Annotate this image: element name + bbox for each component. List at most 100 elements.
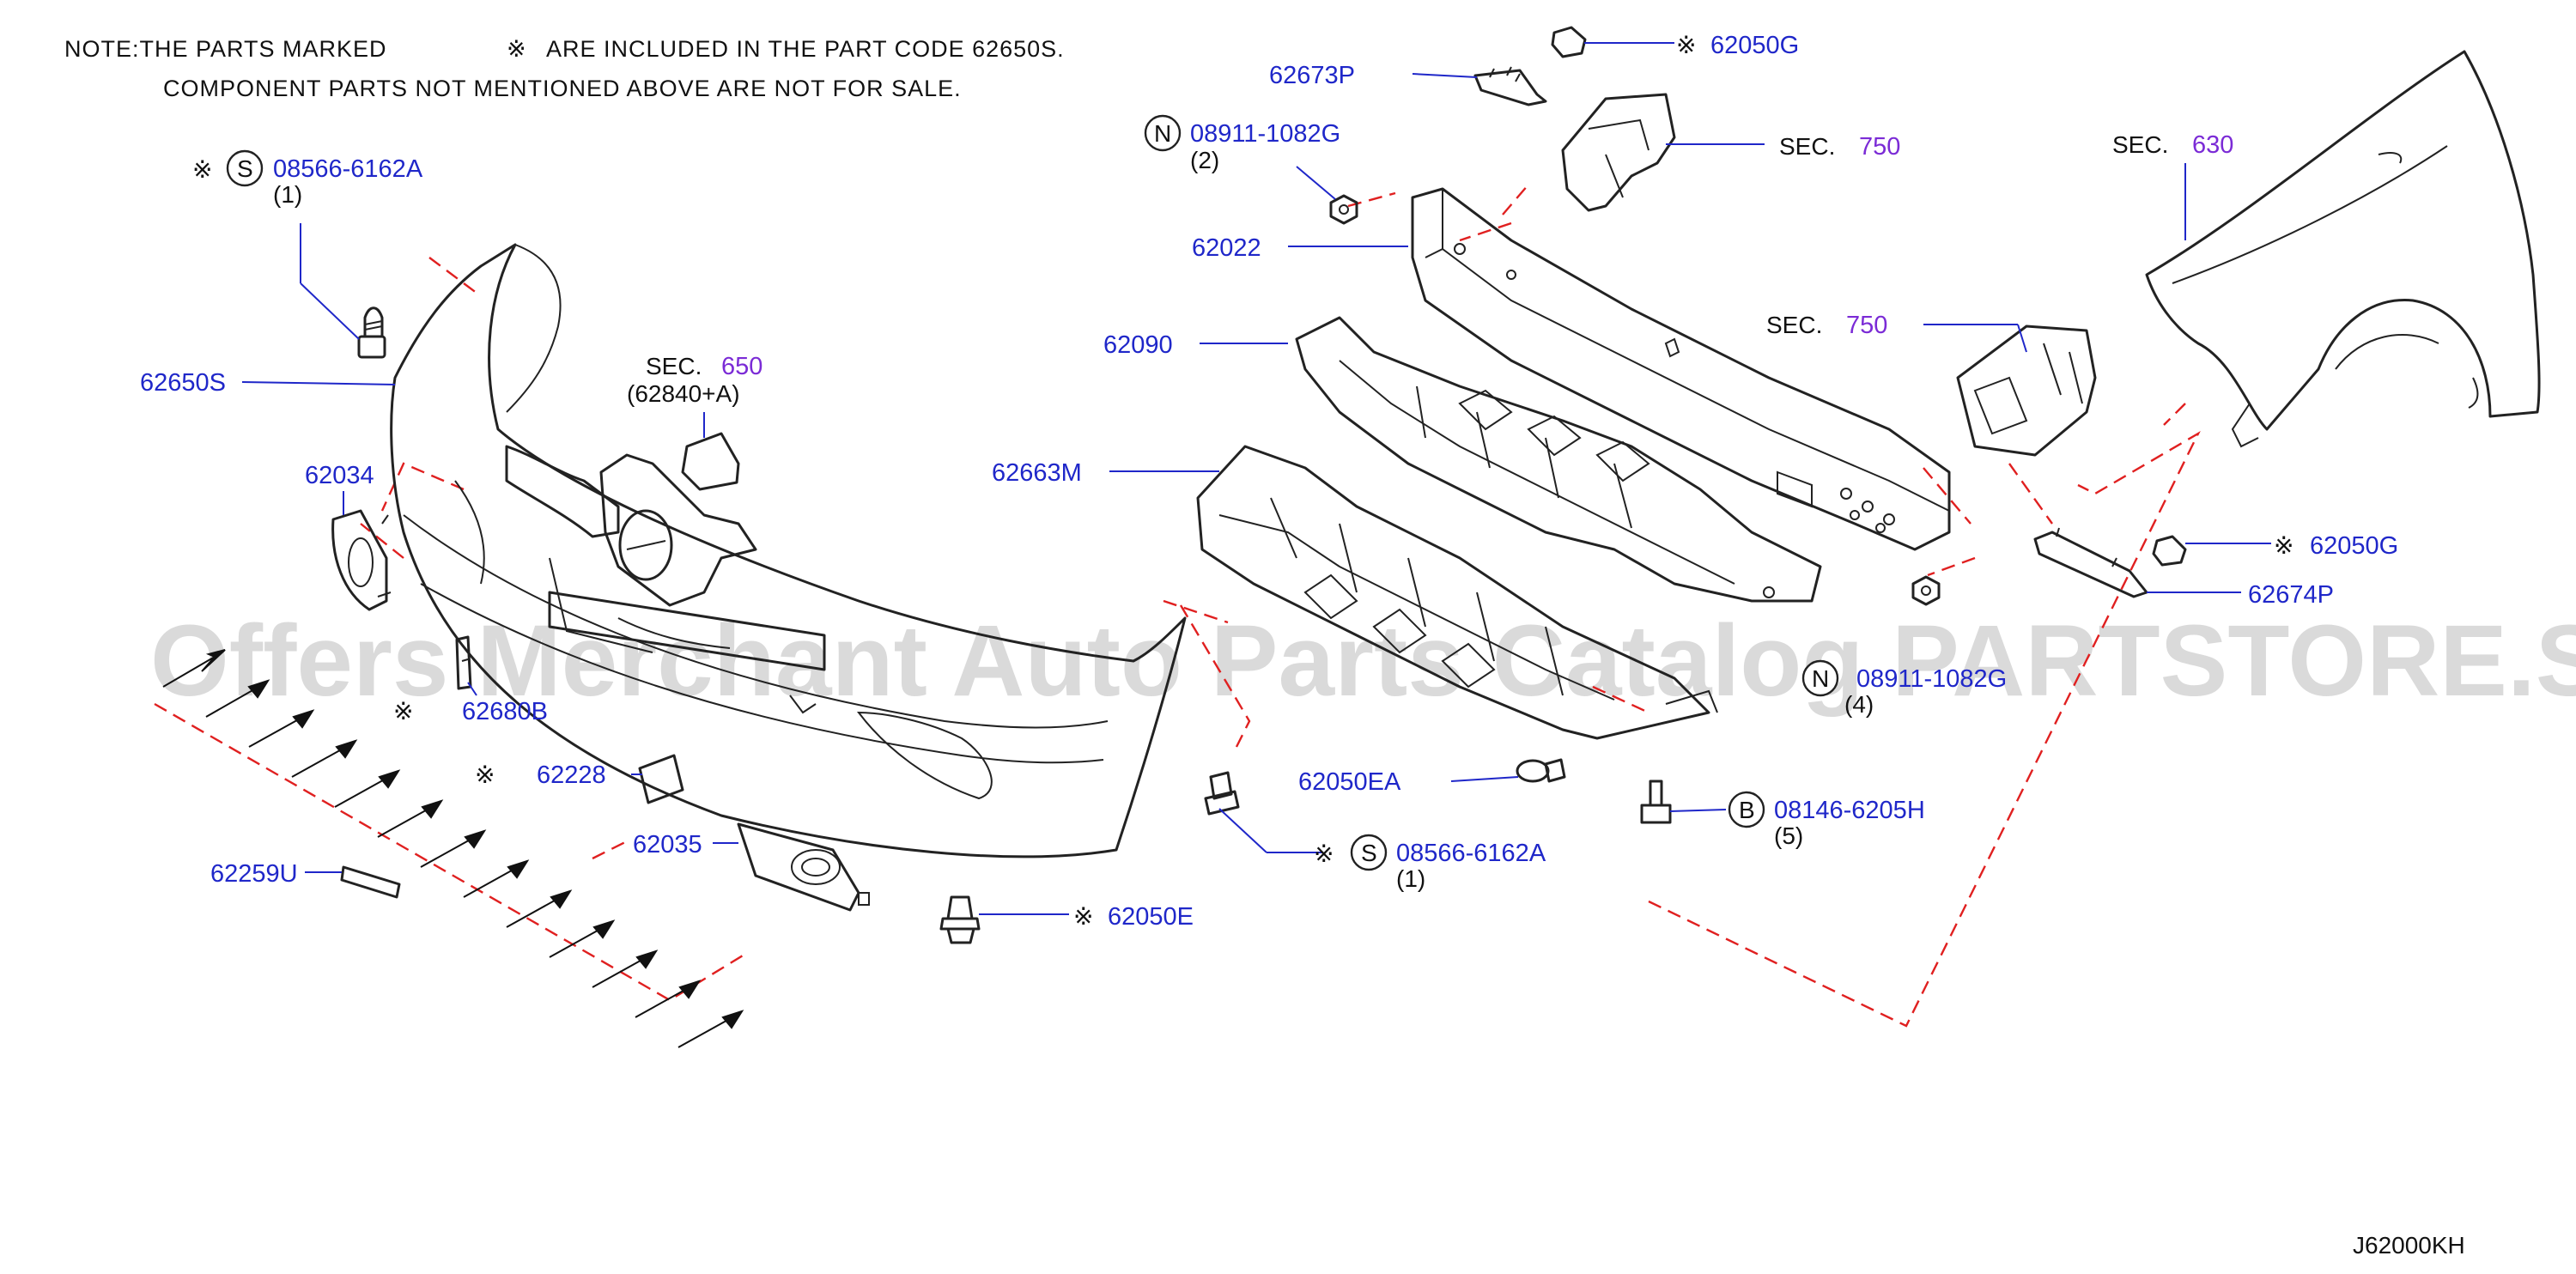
arrow-icon bbox=[677, 1010, 744, 1048]
section-label: SEC. bbox=[2112, 131, 2168, 158]
note: NOTE:THE PARTS MARKED ※ ARE INCLUDED IN … bbox=[64, 36, 1065, 101]
note-line1-suffix: ARE INCLUDED IN THE PART CODE 62650S. bbox=[546, 36, 1065, 62]
bolt-08566-bottom[interactable] bbox=[1204, 771, 1240, 816]
callout-prefix: S bbox=[237, 155, 253, 182]
part-number: 62050E bbox=[1108, 903, 1194, 931]
part-62259U[interactable] bbox=[340, 865, 401, 899]
prefix-circle bbox=[1350, 834, 1388, 871]
callout-08911-top: N 08911-1082G (2) bbox=[1144, 114, 1340, 173]
prefix-circle bbox=[1728, 791, 1765, 828]
quantity: (5) bbox=[1774, 822, 1803, 849]
assembly-lines bbox=[154, 184, 2201, 1028]
direction-arrows bbox=[162, 649, 744, 1048]
section-number: 750 bbox=[1859, 133, 1900, 161]
callout-sec750-mid: SEC. 750 bbox=[1766, 312, 1887, 339]
arrow-icon bbox=[463, 859, 530, 898]
part-62673P[interactable] bbox=[1473, 66, 1547, 106]
part-number: 08911-1082G bbox=[1856, 665, 2007, 693]
callout-sec650: SEC. 650 (62840+A) bbox=[627, 353, 762, 407]
part-62034[interactable] bbox=[331, 509, 392, 611]
front-fender-sec630 bbox=[2145, 50, 2541, 448]
section-number: 750 bbox=[1846, 312, 1887, 339]
prefix-circle bbox=[1801, 659, 1839, 697]
part-number-62050EA: 62050EA bbox=[1298, 768, 1401, 796]
part-62663M[interactable] bbox=[1196, 445, 1718, 740]
bolt-08566-top[interactable] bbox=[357, 306, 386, 359]
part-62090[interactable] bbox=[1295, 316, 1822, 603]
clip-62050G-top[interactable] bbox=[1551, 26, 1587, 58]
arrow-icon bbox=[506, 889, 573, 928]
clip-62050EA[interactable] bbox=[1516, 758, 1566, 783]
prefix-circle bbox=[1144, 114, 1182, 152]
quantity: (1) bbox=[273, 181, 302, 208]
section-sub: (62840+A) bbox=[627, 380, 740, 407]
watermark: Offers Merchant Auto Parts Catalog PARTS… bbox=[150, 604, 2576, 718]
mark-symbol: ※ bbox=[393, 698, 413, 725]
bracket-sec750-top bbox=[1561, 93, 1676, 212]
part-number: 08566-6162A bbox=[1396, 840, 1546, 867]
grille-emblem bbox=[505, 445, 826, 671]
arrow-icon bbox=[162, 649, 226, 688]
part-number-62022: 62022 bbox=[1192, 234, 1261, 262]
part-62228[interactable] bbox=[638, 754, 684, 804]
arrow-icon bbox=[248, 709, 315, 748]
part-number-62674P: 62674P bbox=[2248, 581, 2334, 609]
part-number: 62050G bbox=[1710, 32, 1799, 59]
arrow-icon bbox=[592, 949, 659, 988]
nut-08911-top[interactable] bbox=[1329, 194, 1358, 225]
section-label: SEC. bbox=[1779, 133, 1835, 160]
callout-prefix: B bbox=[1739, 797, 1755, 823]
prefix-circle bbox=[226, 149, 264, 187]
note-mark-symbol: ※ bbox=[507, 36, 527, 62]
quantity: (1) bbox=[1396, 865, 1425, 892]
callout-prefix: S bbox=[1361, 840, 1377, 866]
section-label: SEC. bbox=[1766, 312, 1822, 338]
section-number: 650 bbox=[721, 353, 762, 380]
mark-symbol: ※ bbox=[192, 156, 212, 183]
arrow-icon bbox=[377, 799, 444, 838]
note-line2: COMPONENT PARTS NOT MENTIONED ABOVE ARE … bbox=[163, 76, 962, 101]
arrow-icon bbox=[334, 769, 401, 808]
part-number-62090: 62090 bbox=[1103, 331, 1173, 359]
arrow-icon bbox=[635, 980, 702, 1018]
callout-sec630: SEC. 630 bbox=[2112, 131, 2233, 159]
arrow-icon bbox=[420, 829, 487, 868]
clip-62050G-right[interactable] bbox=[2152, 535, 2187, 567]
leader-lines bbox=[241, 42, 2271, 915]
callout-08911-bottom: N 08911-1082G (4) bbox=[1801, 659, 2007, 718]
callout-prefix: N bbox=[1812, 665, 1829, 692]
callout-62050G-right: ※ 62050G bbox=[2274, 532, 2398, 560]
front-bumper-fascia[interactable] bbox=[390, 243, 1187, 858]
part-number-62034: 62034 bbox=[305, 462, 374, 489]
mark-symbol: ※ bbox=[1314, 840, 1334, 867]
part-number-62259U: 62259U bbox=[210, 860, 298, 888]
callout-62050G-top: ※ 62050G bbox=[1676, 32, 1799, 59]
callout-08566-top: ※ S 08566-6162A (1) bbox=[192, 149, 423, 208]
part-62035[interactable] bbox=[737, 822, 870, 912]
part-number-62228: 62228 bbox=[537, 761, 606, 789]
bracket-sec750-mid bbox=[1956, 325, 2097, 457]
clip-62050E[interactable] bbox=[939, 895, 981, 944]
arrow-icon bbox=[291, 739, 358, 778]
part-number-62680B: 62680B bbox=[462, 698, 548, 725]
callout-sec750-top: SEC. 750 bbox=[1779, 133, 1900, 161]
section-number: 630 bbox=[2192, 131, 2233, 159]
part-number-62663M: 62663M bbox=[992, 459, 1082, 487]
arrow-icon bbox=[205, 679, 270, 718]
callout-prefix: N bbox=[1154, 120, 1171, 147]
emblem bbox=[618, 509, 673, 581]
nut-08911-bottom[interactable] bbox=[1911, 575, 1941, 606]
part-62674P[interactable] bbox=[2033, 527, 2148, 598]
bolt-08146[interactable] bbox=[1640, 780, 1672, 824]
quantity: (2) bbox=[1190, 147, 1219, 173]
diagram-code: J62000KH bbox=[2353, 1232, 2465, 1259]
part-number: 62050G bbox=[2310, 532, 2398, 560]
part-number: 08566-6162A bbox=[273, 155, 423, 183]
mark-symbol: ※ bbox=[1676, 32, 1696, 58]
mark-symbol: ※ bbox=[475, 761, 495, 788]
part-62022[interactable] bbox=[1411, 187, 1951, 551]
callout-08146: B 08146-6205H (5) bbox=[1728, 791, 1925, 849]
callout-62050E: ※ 62050E bbox=[1073, 903, 1194, 931]
section-label: SEC. bbox=[646, 353, 702, 379]
